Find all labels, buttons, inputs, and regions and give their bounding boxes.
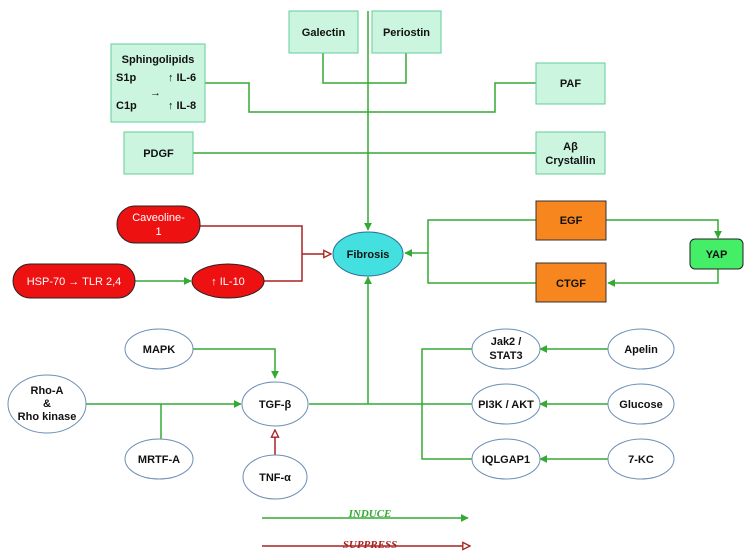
node-jak2-stat3[interactable]: Jak2 / STAT3	[471, 328, 541, 370]
label-fibrosis: Fibrosis	[347, 249, 390, 261]
node-mapk[interactable]: MAPK	[124, 328, 194, 370]
label-egf: EGF	[560, 215, 583, 227]
node-7-kc[interactable]: 7-KC	[607, 438, 675, 480]
node-periostin[interactable]: Periostin	[371, 10, 442, 54]
node-tnf-alpha[interactable]: TNF-α	[242, 454, 308, 500]
label-ab: Aβ	[563, 141, 578, 153]
induce-connectors	[86, 11, 722, 463]
label-hsp70: HSP-70 → TLR 2,4	[27, 276, 122, 288]
node-caveoline-1[interactable]: Caveoline- 1	[116, 205, 201, 244]
label-tgfb: TGF-β	[259, 399, 292, 411]
label-il10: ↑ IL-10	[211, 276, 245, 288]
legend: INDUCE SUPPRESS	[262, 508, 470, 551]
label-il8: ↑ IL-8	[168, 100, 196, 112]
node-il10[interactable]: ↑ IL-10	[191, 263, 265, 299]
label-jak2: Jak2 /	[491, 336, 522, 348]
label-tnfa: TNF-α	[259, 472, 291, 484]
galectin-link	[322, 53, 368, 84]
node-egf[interactable]: EGF	[535, 200, 607, 241]
node-iqlgap1[interactable]: IQLGAP1	[471, 438, 541, 480]
label-s1p: S1p	[116, 72, 136, 84]
node-ab-crystallin[interactable]: Aβ Crystallin	[535, 131, 606, 175]
label-il6: ↑ IL-6	[168, 72, 196, 84]
periostin-link	[368, 53, 407, 84]
label-caveoline: Caveoline-	[132, 212, 185, 224]
label-crystallin: Crystallin	[545, 155, 595, 167]
node-pi3k-akt[interactable]: PI3K / AKT	[471, 383, 541, 425]
sphingolipids-link	[205, 82, 368, 113]
node-galectin[interactable]: Galectin	[288, 10, 359, 54]
label-pi3k: PI3K / AKT	[478, 399, 534, 411]
label-mapk: MAPK	[143, 344, 175, 356]
label-pdgf: PDGF	[143, 148, 174, 160]
egf-to-yap-arrow	[606, 219, 722, 239]
label-sphingolipids-title: Sphingolipids	[122, 54, 195, 66]
yap-to-ctgf-arrow	[607, 269, 719, 287]
label-iqlgap1: IQLGAP1	[482, 454, 530, 466]
label-c1p: C1p	[116, 100, 137, 112]
label-mrtfa: MRTF-A	[138, 454, 180, 466]
node-paf[interactable]: PAF	[535, 62, 606, 105]
label-rho-kinase: Rho kinase	[18, 411, 77, 423]
node-mrtf-a[interactable]: MRTF-A	[124, 438, 194, 480]
label-rho-and: &	[43, 398, 51, 410]
node-tgf-beta[interactable]: TGF-β	[241, 381, 309, 427]
label-paf: PAF	[560, 78, 581, 90]
node-fibrosis[interactable]: Fibrosis	[332, 231, 404, 277]
legend-induce-label: INDUCE	[348, 508, 392, 520]
label-sphingo-arrow: →	[150, 87, 161, 99]
node-apelin[interactable]: Apelin	[607, 328, 675, 370]
node-glucose[interactable]: Glucose	[607, 383, 675, 425]
label-periostin: Periostin	[383, 27, 430, 39]
label-ctgf: CTGF	[556, 278, 586, 290]
legend-suppress-label: SUPPRESS	[343, 539, 397, 551]
label-yap: YAP	[706, 249, 728, 261]
paf-link	[368, 82, 536, 113]
label-stat3: STAT3	[489, 350, 522, 362]
node-sphingolipids[interactable]: Sphingolipids S1p ↑ IL-6 → C1p ↑ IL-8	[110, 43, 206, 123]
label-apelin: Apelin	[624, 344, 658, 356]
label-7kc: 7-KC	[628, 454, 654, 466]
node-ctgf[interactable]: CTGF	[535, 262, 607, 303]
node-hsp70-tlr[interactable]: HSP-70 → TLR 2,4	[12, 263, 136, 299]
node-yap[interactable]: YAP	[689, 238, 744, 270]
jak-iqg-bracket	[421, 348, 472, 460]
egf-ctgf-bracket	[427, 219, 536, 284]
il10-suppress-link	[264, 254, 303, 282]
label-caveoline-1: 1	[155, 226, 161, 238]
label-glucose: Glucose	[619, 399, 662, 411]
caveoline-suppress-link	[200, 225, 303, 254]
label-galectin: Galectin	[302, 27, 346, 39]
node-pdgf[interactable]: PDGF	[123, 131, 194, 175]
node-rho-a[interactable]: Rho-A & Rho kinase	[7, 374, 87, 434]
suppress-connectors	[200, 225, 331, 455]
label-rho-a: Rho-A	[31, 385, 64, 397]
mapk-to-tgfb-arrow	[193, 348, 279, 379]
